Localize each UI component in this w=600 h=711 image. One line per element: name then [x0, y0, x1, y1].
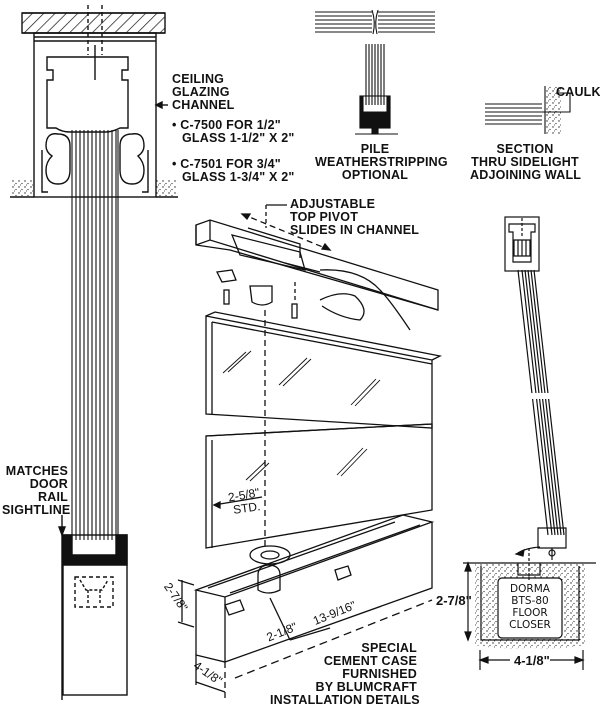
- pile-weatherstripping-label: PILE WEATHERSTRIPPING OPTIONAL: [315, 142, 448, 182]
- label-line: CLOSER: [509, 619, 551, 631]
- channel-option-c7501: • C-7501 FOR 3/4" GLASS 1-3/4" X 2": [172, 158, 295, 184]
- channel-option-c7500: • C-7500 FOR 1/2" GLASS 1-1/2" X 2": [172, 119, 295, 145]
- label-line: WEATHERSTRIPPING: [315, 155, 448, 169]
- label-line: CHANNEL: [172, 98, 235, 112]
- label-line: BTS-80: [511, 595, 549, 607]
- label-line: BY BLUMCRAFT: [315, 680, 417, 694]
- bottom-rail-section: [57, 515, 128, 700]
- label-line: MATCHES: [5, 464, 68, 478]
- sidelight-wall-detail: [485, 86, 571, 134]
- bullet-icon: •: [172, 157, 181, 171]
- label-line: DORMA: [510, 583, 550, 595]
- caulk-label: CAULK: [556, 85, 600, 99]
- side-elevation: [463, 216, 596, 670]
- label-line: GLASS 1-3/4" X 2": [182, 170, 295, 184]
- label-line: GLASS 1-1/2" X 2": [182, 131, 295, 145]
- pile-weatherstripping-detail: [315, 9, 435, 135]
- ceiling-slab: [21, 12, 166, 34]
- matches-sightline-label: MATCHES DOOR RAIL SIGHTLINE: [2, 464, 71, 517]
- label-line: FURNISHED: [342, 667, 417, 681]
- ceiling-channel-label: CEILING GLAZING CHANNEL: [172, 73, 235, 112]
- label-line: GLAZING: [172, 85, 230, 99]
- bullet-icon: •: [172, 118, 181, 132]
- dimension-closer-width: 4-1/8": [514, 653, 550, 668]
- label-line: RAIL: [38, 490, 68, 504]
- label-line: INSTALLATION DETAILS: [270, 693, 420, 707]
- label-line: DOOR: [29, 477, 68, 491]
- label-line: FLOOR: [512, 607, 548, 619]
- label-line: ADJUSTABLE: [290, 197, 376, 211]
- isometric-assembly: [177, 204, 442, 700]
- floor-closer-label: DORMA BTS-80 FLOOR CLOSER: [498, 583, 562, 631]
- ceiling-channel-section: [10, 5, 178, 198]
- top-pivot-label: ADJUSTABLE TOP PIVOT SLIDES IN CHANNEL: [290, 198, 419, 237]
- label-line: CEILING: [172, 72, 225, 86]
- label-line: TOP PIVOT: [290, 210, 359, 224]
- label-line: C-7501 FOR 3/4": [180, 157, 281, 171]
- label-line: PILE: [360, 142, 390, 156]
- dimension-closer-height: 2-7/8": [436, 593, 472, 608]
- label-line: THRU SIDELIGHT: [471, 155, 579, 169]
- label-line: SIGHTLINE: [2, 503, 71, 517]
- label-line: CEMENT CASE: [323, 654, 417, 668]
- glass-panel-section: [71, 130, 119, 540]
- section-label: SECTION THRU SIDELIGHT ADJOINING WALL: [470, 142, 582, 182]
- label-line: C-7500 FOR 1/2": [180, 118, 281, 132]
- label-line: OPTIONAL: [341, 168, 409, 182]
- cement-case-label: SPECIAL CEMENT CASE FURNISHED BY BLUMCRA…: [270, 641, 420, 707]
- label-line: SPECIAL: [361, 641, 417, 655]
- label-line: SLIDES IN CHANNEL: [290, 223, 420, 237]
- label-line: SECTION: [496, 142, 554, 156]
- label-line: ADJOINING WALL: [470, 168, 582, 182]
